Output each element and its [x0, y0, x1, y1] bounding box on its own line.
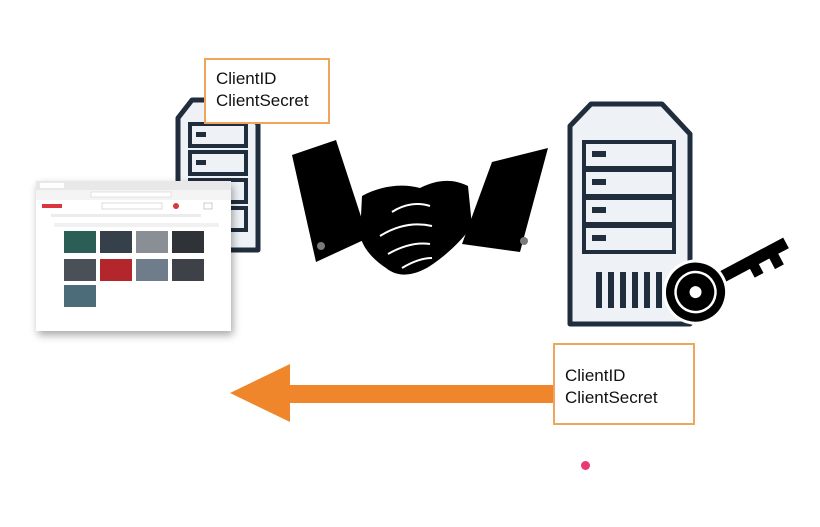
- client-secret-text: ClientSecret: [565, 388, 658, 407]
- server-credentials-label: ClientID ClientSecret: [553, 343, 695, 425]
- client-app-thumbnail: [36, 181, 231, 307]
- pointer-dot: [581, 461, 590, 470]
- client-secret-text: ClientSecret: [216, 91, 309, 110]
- client-app-screenshot: [36, 181, 231, 331]
- client-id-text: ClientID: [216, 69, 277, 88]
- client-credentials-label: ClientID ClientSecret: [204, 58, 330, 124]
- client-id-text: ClientID: [565, 366, 626, 385]
